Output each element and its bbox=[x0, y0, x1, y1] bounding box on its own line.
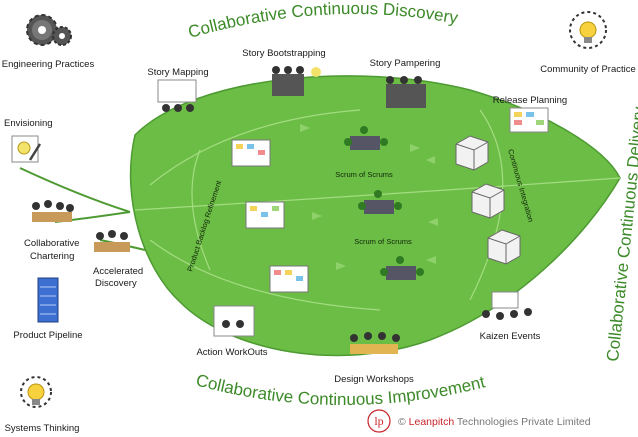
kaizen-events-label: Kaizen Events bbox=[480, 331, 541, 342]
server-rack-icon bbox=[37, 277, 59, 323]
svg-text:lp: lp bbox=[374, 414, 383, 428]
box-icon bbox=[455, 135, 489, 171]
scrum-of-scrums-label-2: Scrum of Scrums bbox=[354, 237, 412, 246]
action-workouts-label: Action WorkOuts bbox=[196, 347, 267, 358]
accelerated-discovery-label-2: Discovery bbox=[95, 278, 137, 289]
people-icon bbox=[157, 79, 197, 112]
box-icon bbox=[471, 183, 505, 219]
engineering-practices-label: Engineering Practices bbox=[2, 59, 95, 70]
community-of-practice-label: Community of Practice bbox=[540, 64, 636, 75]
discovery-title: Collaborative Continuous Discovery bbox=[186, 0, 460, 42]
people-icon bbox=[344, 126, 388, 150]
people-icon bbox=[272, 66, 321, 96]
story-mapping-label: Story Mapping bbox=[147, 67, 208, 78]
kanban-board-icon bbox=[269, 265, 309, 293]
design-workshops-label: Design Workshops bbox=[334, 374, 414, 385]
product-pipeline-label: Product Pipeline bbox=[13, 330, 82, 341]
people-icon bbox=[94, 230, 130, 252]
collaborative-chartering-label-2: Chartering bbox=[30, 251, 74, 262]
story-bootstrapping-label: Story Bootstrapping bbox=[242, 48, 325, 59]
accelerated-discovery-label-1: Accelerated bbox=[93, 266, 143, 277]
release-planning-label: Release Planning bbox=[493, 95, 567, 106]
copyright-text: © Leanpitch Technologies Private Limited bbox=[398, 416, 591, 428]
collaborative-chartering-label-1: Collaborative bbox=[24, 238, 79, 249]
envisioning-label: Envisioning bbox=[4, 118, 53, 129]
people-icon bbox=[213, 305, 255, 337]
company-name: Leanpitch bbox=[409, 416, 455, 428]
lightbulb-icon bbox=[569, 11, 607, 49]
systems-thinking-label: Systems Thinking bbox=[5, 423, 80, 434]
people-icon bbox=[32, 200, 74, 222]
people-icon bbox=[482, 291, 532, 320]
scrum-of-scrums-label-1: Scrum of Scrums bbox=[335, 170, 393, 179]
kanban-board-icon bbox=[245, 201, 285, 229]
delivery-title: Collaborative Continuous Delivery bbox=[603, 105, 638, 362]
flow-arrows bbox=[300, 124, 438, 270]
kanban-board-icon bbox=[509, 107, 549, 133]
people-icon bbox=[386, 76, 426, 108]
kanban-board-icon bbox=[231, 139, 271, 167]
people-icon bbox=[350, 332, 400, 354]
people-icon bbox=[358, 190, 402, 214]
lightbulb-icon bbox=[20, 376, 52, 408]
gear-icon bbox=[26, 14, 72, 46]
pencil-icon bbox=[11, 135, 42, 163]
people-icon bbox=[380, 256, 424, 280]
leanpitch-logo: lp bbox=[367, 409, 391, 433]
story-pampering-label: Story Pampering bbox=[370, 58, 441, 69]
box-icon bbox=[487, 229, 521, 265]
